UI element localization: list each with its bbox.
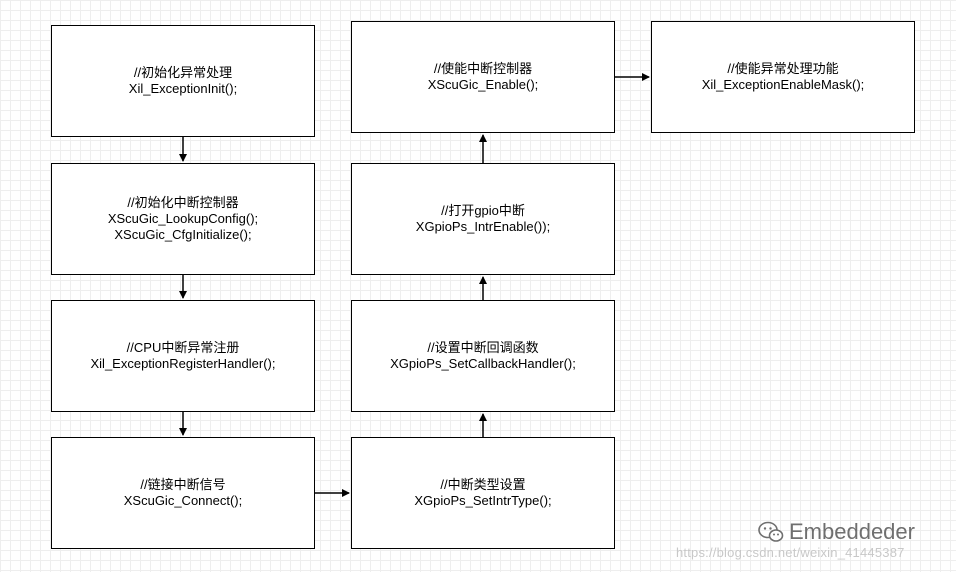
wechat-icon (758, 521, 784, 542)
watermark-url: https://blog.csdn.net/weixin_41445387 (676, 545, 905, 560)
watermark-brand: Embeddeder (758, 519, 915, 545)
watermark-brand-text: Embeddeder (789, 519, 915, 544)
